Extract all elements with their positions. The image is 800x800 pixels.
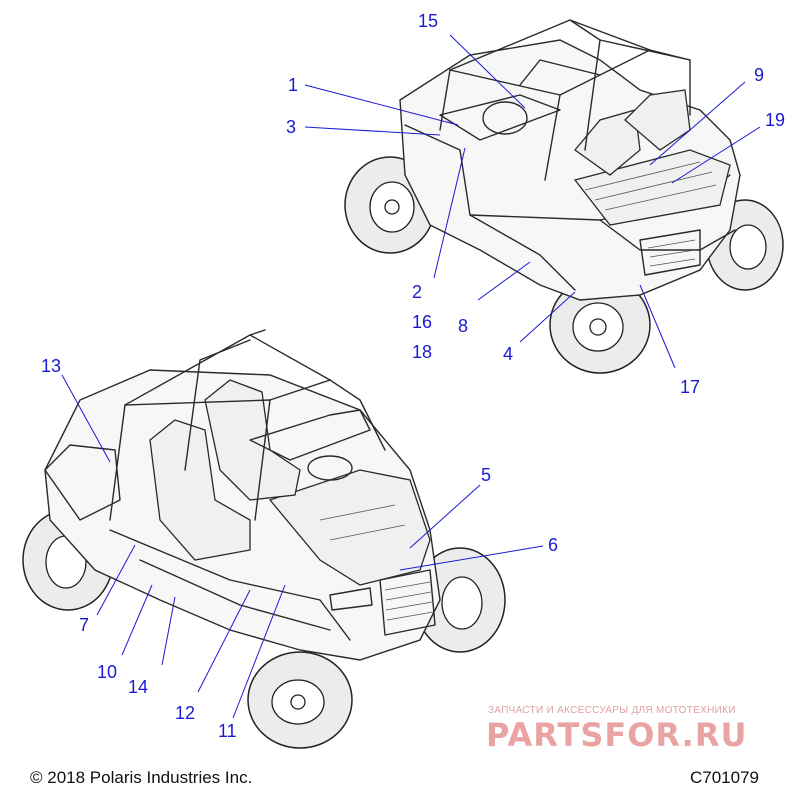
callout-6: 6 <box>548 535 559 555</box>
callout-16: 16 <box>412 312 433 332</box>
callout-10: 10 <box>97 662 118 682</box>
callout-15: 15 <box>418 11 439 31</box>
vehicle-front-view <box>22 329 506 749</box>
callout-13: 13 <box>41 356 62 376</box>
callout-8: 8 <box>458 316 469 336</box>
callout-3: 3 <box>286 117 297 137</box>
callout-18: 18 <box>412 342 433 362</box>
vehicle-rear-view <box>344 19 784 374</box>
callout-19: 19 <box>765 110 786 130</box>
wheel-left-front <box>247 651 353 749</box>
callout-2: 2 <box>412 282 423 302</box>
callout-1: 1 <box>288 75 299 95</box>
callout-17: 17 <box>680 377 701 397</box>
wheel-right-front <box>414 547 506 653</box>
watermark-tagline: ЗАПЧАСТИ И АКСЕССУАРЫ ДЛЯ МОТОТЕХНИКИ <box>488 705 736 716</box>
callout-14: 14 <box>128 677 149 697</box>
copyright-text: © 2018 Polaris Industries Inc. <box>30 768 253 787</box>
callout-7: 7 <box>79 615 90 635</box>
callout-9: 9 <box>754 65 765 85</box>
callout-5: 5 <box>481 465 492 485</box>
watermark-logo: PARTSFOR.RU <box>486 716 748 754</box>
diagram-code: C701079 <box>690 768 760 787</box>
leader-lines <box>61 34 761 719</box>
callout-4: 4 <box>503 344 514 364</box>
callout-12: 12 <box>175 703 196 723</box>
callout-11: 11 <box>218 721 237 741</box>
